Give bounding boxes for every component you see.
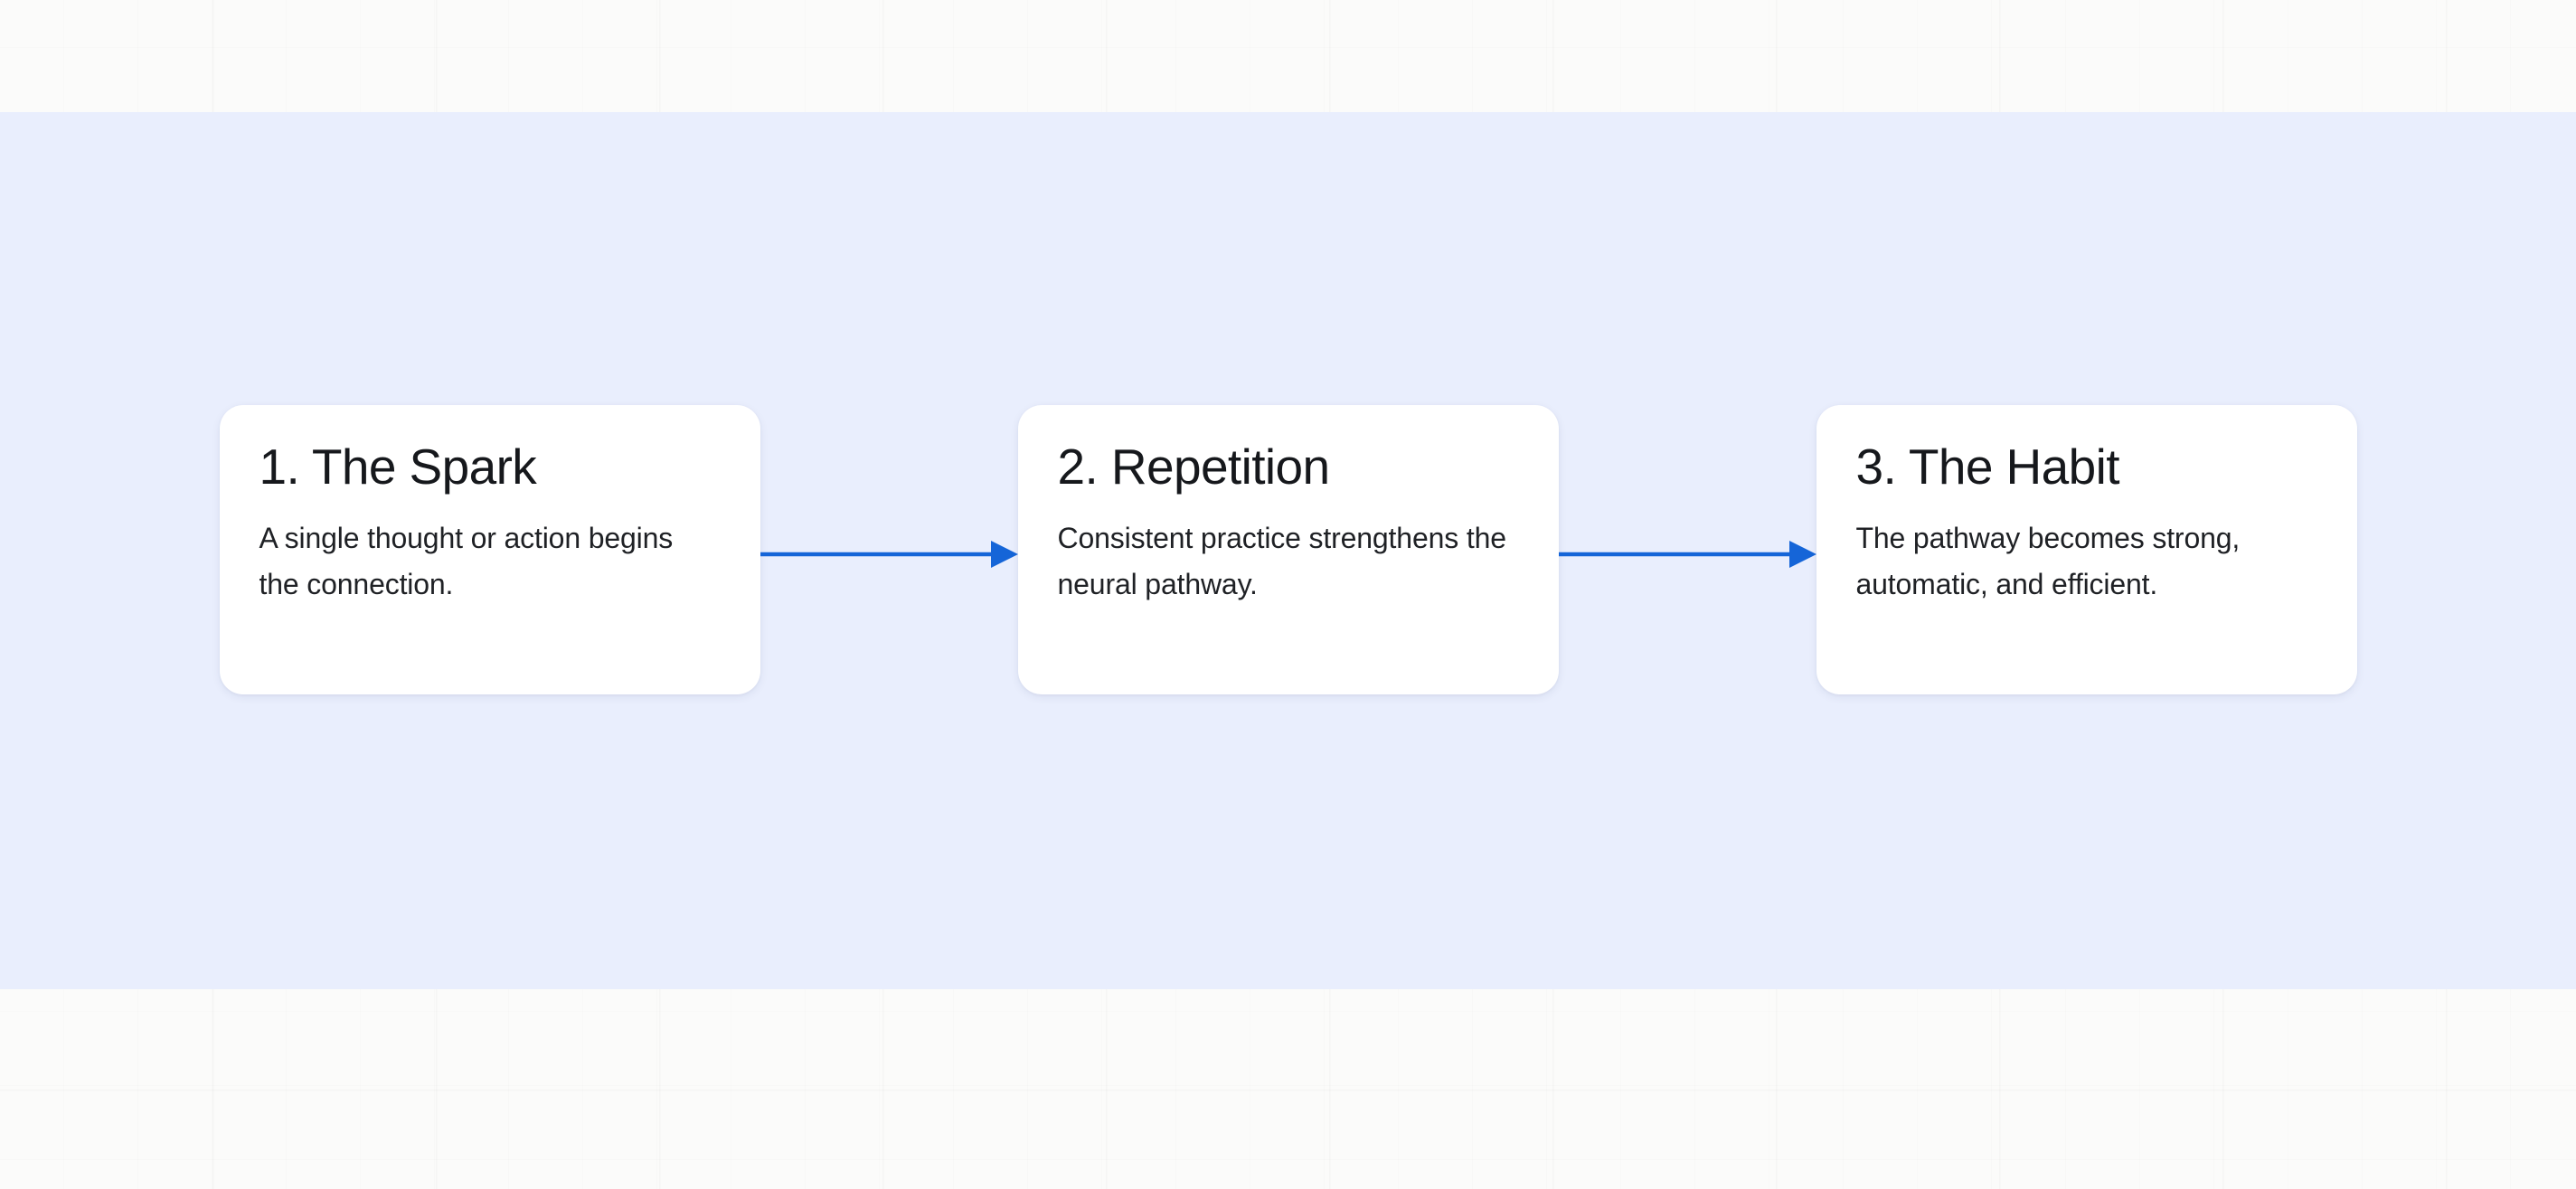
process-step-description-1: A single thought or action begins the co… bbox=[259, 521, 674, 601]
process-step-card-3[interactable]: 3. The Habit The pathway becomes strong,… bbox=[1816, 405, 2357, 694]
process-step-card-2[interactable]: 2. Repetition Consistent practice streng… bbox=[1017, 405, 1559, 694]
process-step-card-1[interactable]: 1. The Spark A single thought or action … bbox=[219, 405, 760, 694]
process-step-title-3: 3. The Habit bbox=[1855, 439, 2120, 495]
process-connector-2 bbox=[1558, 536, 1816, 572]
process-connector-1 bbox=[760, 536, 1018, 572]
process-step-description-2: Consistent practice strengthens the neur… bbox=[1057, 521, 1507, 601]
process-step-description-3: The pathway becomes strong, automatic, a… bbox=[1855, 521, 2241, 601]
process-step-title-2: 2. Repetition bbox=[1057, 439, 1331, 495]
arrow-right-icon bbox=[1558, 539, 1816, 570]
process-flow-diagram: 1. The Spark A single thought or action … bbox=[0, 405, 2576, 694]
process-step-title-1: 1. The Spark bbox=[259, 439, 537, 495]
arrow-right-icon bbox=[760, 539, 1018, 570]
